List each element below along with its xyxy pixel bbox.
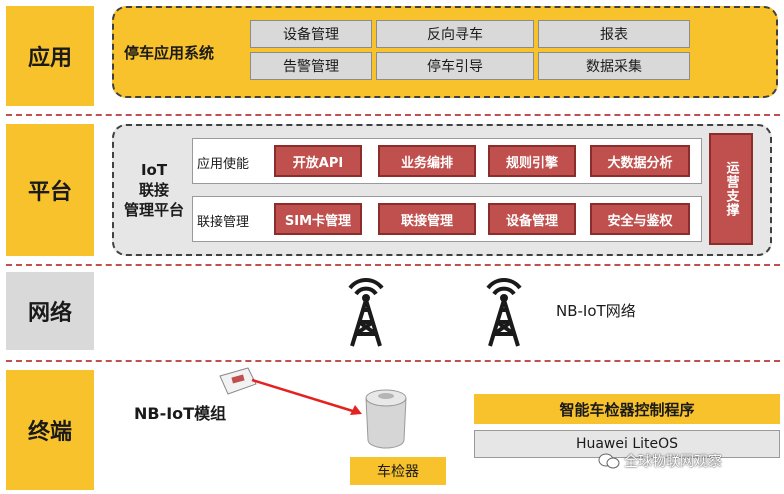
layer-label-platform: 平台: [6, 124, 94, 256]
platform-title-line: IoT: [114, 160, 194, 180]
capability-connection-management: 联接管理: [378, 203, 476, 235]
layer-label-terminal: 终端: [6, 370, 94, 490]
vehicle-detector-sensor-icon: [362, 388, 410, 450]
platform-title-line: 管理平台: [114, 200, 194, 220]
app-item-reverse-car-search: 反向寻车: [376, 20, 534, 48]
network-label: NB-IoT网络: [556, 300, 636, 321]
platform-title: IoT 联接 管理平台: [114, 160, 194, 220]
capability-sim-management: SIM卡管理: [274, 203, 362, 235]
separator-line: [6, 114, 780, 116]
cell-tower-icon: [474, 276, 534, 348]
control-program-box: 智能车检器控制程序: [474, 394, 780, 424]
row-label-connection-management: 联接管理: [197, 211, 267, 230]
application-title: 停车应用系统: [124, 42, 214, 63]
sensor-label: 车检器: [350, 457, 446, 485]
operations-support-label: 运营支撑: [722, 161, 741, 217]
capability-security-authentication: 安全与鉴权: [590, 203, 690, 235]
row-label-app-enablement: 应用使能: [197, 153, 267, 172]
layer-label-application: 应用: [6, 6, 94, 106]
capability-rule-engine: 规则引擎: [488, 145, 576, 177]
app-item-alarm-management: 告警管理: [250, 52, 372, 80]
wechat-icon: [598, 452, 620, 470]
watermark: 全球物联网观察: [598, 448, 722, 474]
app-item-data-collection: 数据采集: [538, 52, 690, 80]
cell-tower-icon: [336, 276, 396, 348]
app-item-parking-guidance: 停车引导: [376, 52, 534, 80]
layer-label-network: 网络: [6, 272, 94, 350]
app-item-reports: 报表: [538, 20, 690, 48]
watermark-text: 全球物联网观察: [624, 451, 722, 471]
capability-big-data-analytics: 大数据分析: [590, 145, 690, 177]
separator-line: [6, 360, 780, 362]
capability-open-api: 开放API: [274, 145, 362, 177]
connection-arrow: [250, 378, 370, 418]
capability-service-orchestration: 业务编排: [378, 145, 476, 177]
app-item-device-management: 设备管理: [250, 20, 372, 48]
capability-device-management: 设备管理: [488, 203, 576, 235]
platform-title-line: 联接: [114, 180, 194, 200]
separator-line: [6, 264, 780, 266]
module-label: NB-IoT模组: [134, 400, 226, 424]
operations-support-box: 运营支撑: [709, 133, 753, 245]
